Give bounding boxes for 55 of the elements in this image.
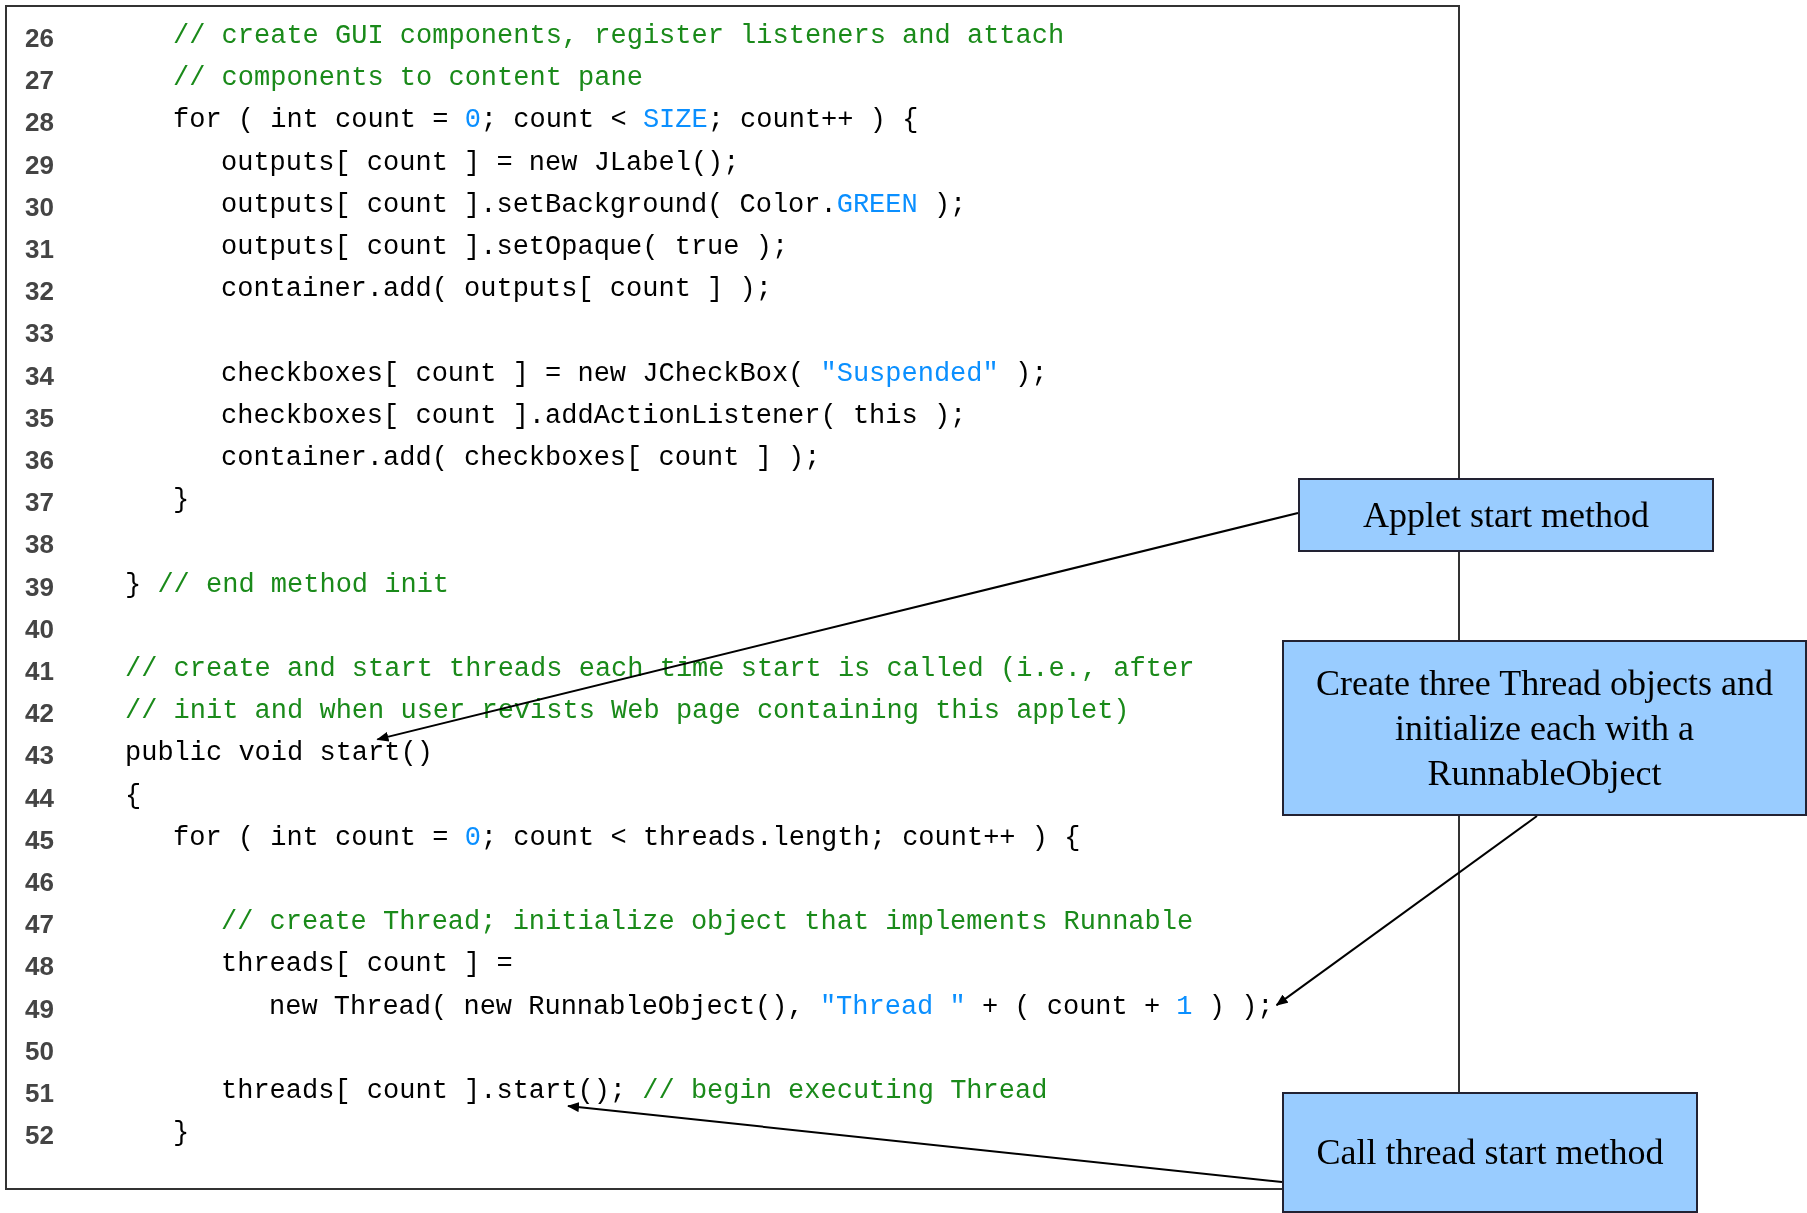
code-line: // components to content pane (173, 63, 643, 94)
code-line: container.add( checkboxes[ count ] ); (221, 443, 821, 473)
line-number: 34 (25, 360, 54, 392)
line-number: 28 (25, 107, 54, 139)
line-number: 30 (25, 191, 54, 223)
code-line: for ( int count = 0; count < SIZE; count++ ) { (173, 105, 919, 136)
line-number: 39 (25, 571, 54, 603)
code-line: new Thread( new RunnableObject(), "Thread " + ( count + 1 ) ); (269, 991, 1274, 1022)
code-line: checkboxes[ count ].addActionListener( this ); (221, 400, 967, 431)
line-number: 29 (25, 149, 54, 181)
line-number: 42 (25, 698, 54, 730)
line-number: 43 (25, 740, 54, 772)
code-line: threads[ count ].start(); // begin executing Thread (221, 1076, 1048, 1106)
line-number: 31 (25, 234, 54, 265)
line-number: 26 (25, 23, 54, 54)
code-line: } (173, 1118, 190, 1149)
code-line: outputs[ count ].setOpaque( true ); (221, 232, 789, 262)
line-number: 40 (25, 613, 54, 645)
code-line: outputs[ count ].setBackground( Color.GREEN ); (221, 189, 967, 220)
leader-line (567, 1102, 1283, 1183)
code-line: container.add( outputs[ count ] ); (221, 274, 772, 305)
callout-box: Applet start method (1298, 478, 1714, 552)
line-number: 35 (25, 402, 54, 434)
line-number: 33 (25, 318, 54, 350)
line-number: 37 (25, 487, 54, 519)
line-number: 44 (25, 782, 54, 814)
code-line: for ( int count = 0; count < threads.length; count++ ) { (173, 822, 1081, 853)
line-number: 45 (25, 824, 54, 856)
callout-box: Create three Thread objects and initialize each with a RunnableObject (1282, 640, 1807, 816)
code-line: // create and start threads each time start is called (i.e., after (125, 654, 1195, 684)
code-line: { (125, 780, 142, 811)
code-line: } // end method init (125, 569, 450, 600)
line-number: 49 (25, 993, 54, 1025)
leader-line (1275, 815, 1538, 1007)
line-number: 47 (25, 909, 54, 941)
code-line: // create GUI components, register listeners and attach (173, 21, 1065, 51)
code-line: checkboxes[ count ] = new JCheckBox( "Suspended" ); (221, 358, 1048, 389)
line-number: 50 (25, 1035, 54, 1067)
code-line: outputs[ count ] = new JLabel(); (221, 147, 740, 178)
leader-line (376, 512, 1299, 742)
line-number: 41 (25, 656, 54, 687)
line-number: 51 (25, 1078, 54, 1109)
line-number: 46 (25, 867, 54, 898)
line-number: 36 (25, 445, 54, 476)
code-line: } (173, 485, 190, 516)
code-line: threads[ count ] = (221, 949, 513, 980)
line-number: 48 (25, 951, 54, 983)
code-line: // init and when user revists Web page containing this applet) (125, 696, 1130, 727)
line-number: 32 (25, 276, 54, 308)
line-number: 27 (25, 65, 54, 97)
line-number: 52 (25, 1120, 54, 1152)
code-line: // create Thread; initialize object that implements Runnable (221, 907, 1194, 938)
line-number: 38 (25, 529, 54, 561)
code-line: public void start() (125, 738, 433, 769)
callout-box: Call thread start method (1282, 1092, 1698, 1213)
